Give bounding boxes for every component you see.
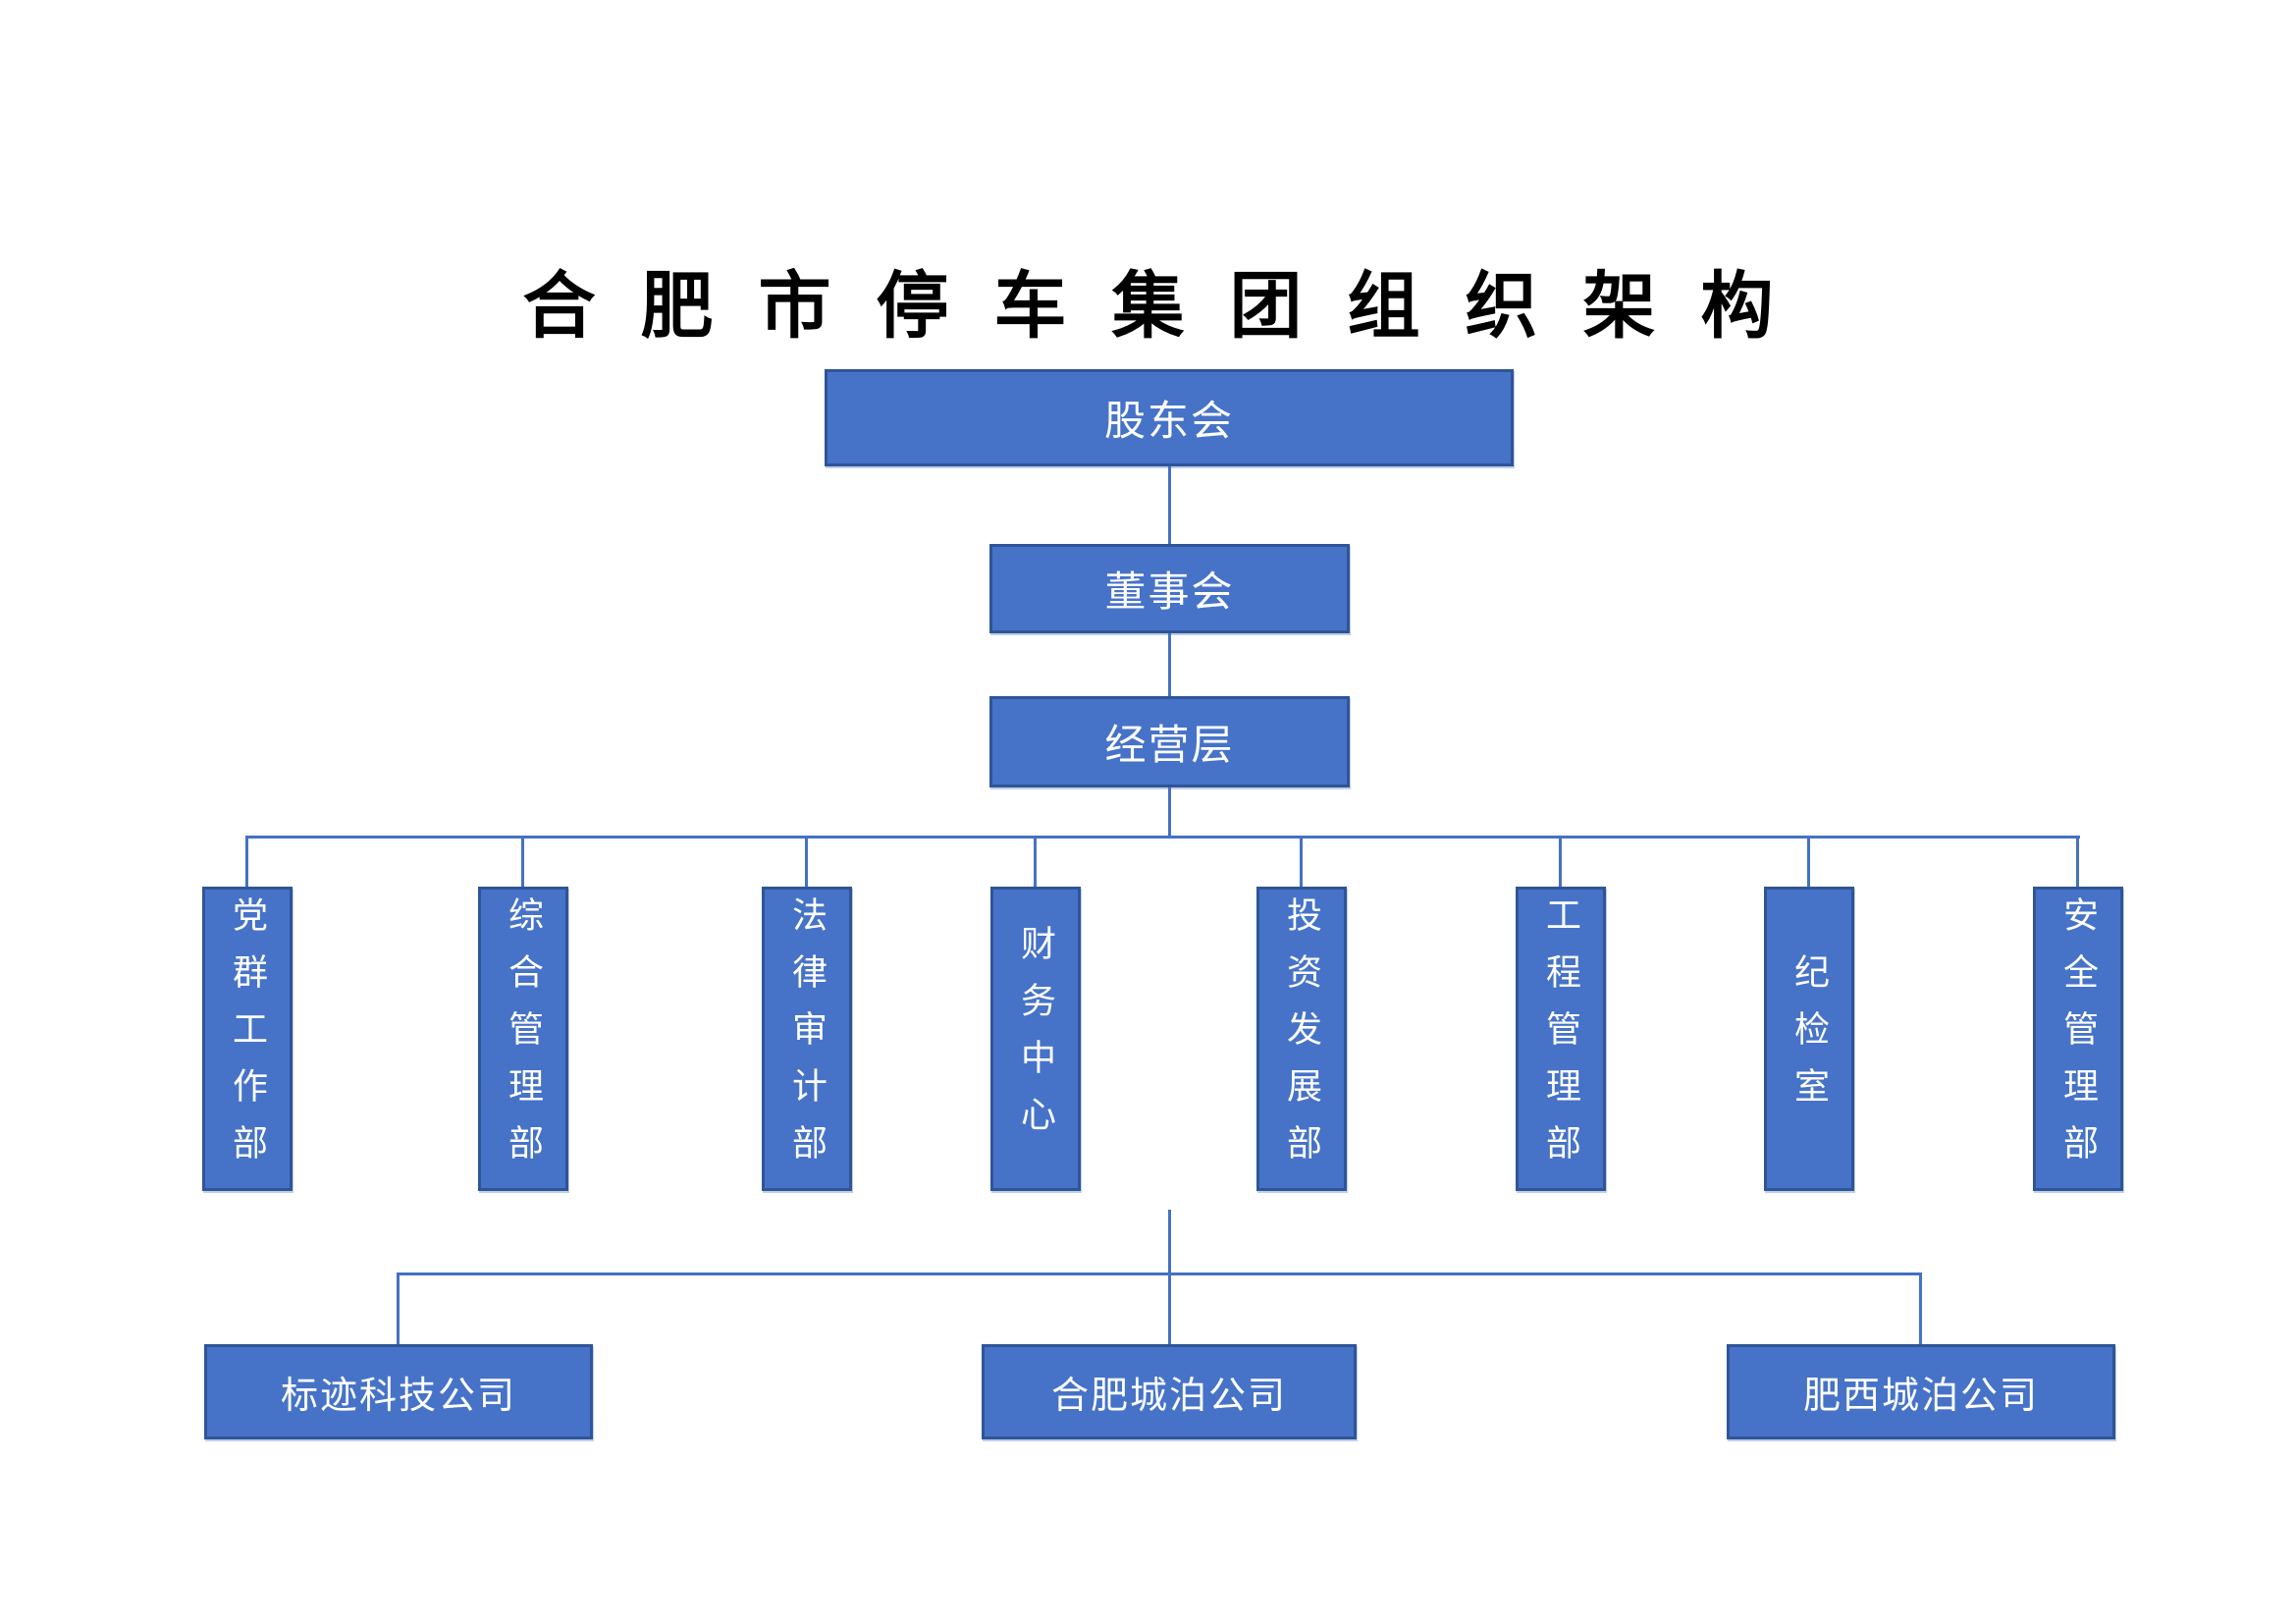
subsidiary-label: 合肥城泊公司 (1050, 1376, 1287, 1417)
dept-label: 工程管理部 (1541, 896, 1580, 1181)
connector-drop-dept-7 (1807, 836, 1810, 890)
subsidiary-label: 标迹科技公司 (280, 1376, 516, 1417)
connector-drop-dept-4 (1034, 836, 1037, 890)
connector-drop-dept-6 (1559, 836, 1562, 890)
org-node-dept-general-management: 综合管理部 (478, 887, 568, 1191)
org-node-shareholders: 股东会 (825, 369, 1514, 466)
dept-label: 财务中心 (1016, 925, 1055, 1153)
org-node-dept-legal-audit: 法律审计部 (762, 887, 852, 1191)
org-node-dept-discipline-inspection: 纪检室 (1764, 887, 1854, 1191)
connector-board-management (1168, 633, 1171, 696)
org-node-dept-finance-center: 财务中心 (990, 887, 1081, 1191)
dept-label: 安全管理部 (2058, 896, 2098, 1181)
org-node-shareholders-label: 股东会 (1103, 400, 1234, 445)
connector-subsidiaries-stem (1168, 1210, 1171, 1344)
dept-label: 党群工作部 (228, 896, 267, 1181)
dept-label: 法律审计部 (787, 896, 827, 1181)
dept-label: 投资发展部 (1282, 896, 1321, 1181)
connector-drop-dept-8 (2076, 836, 2079, 890)
org-chart-title: 合肥市停车集团组织架构 (522, 267, 1819, 348)
connector-drop-dept-2 (521, 836, 524, 890)
connector-management-stem (1168, 787, 1171, 839)
org-node-management: 经营层 (989, 696, 1350, 787)
connector-drop-dept-5 (1300, 836, 1303, 890)
connector-drop-subsidiary-3 (1919, 1272, 1922, 1344)
org-node-dept-safety-management: 安全管理部 (2033, 887, 2123, 1191)
org-node-management-label: 经营层 (1104, 724, 1235, 769)
org-node-dept-investment-development: 投资发展部 (1256, 887, 1347, 1191)
connector-drop-subsidiary-1 (397, 1272, 400, 1344)
bus-line-departments (245, 836, 2080, 839)
connector-shareholders-board (1168, 466, 1171, 544)
org-node-board: 董事会 (989, 544, 1350, 633)
org-node-subsidiary-hefei-chengbo: 合肥城泊公司 (982, 1344, 1357, 1439)
org-node-board-label: 董事会 (1104, 570, 1235, 616)
org-node-subsidiary-biaoji-tech: 标迹科技公司 (204, 1344, 593, 1439)
connector-drop-dept-1 (245, 836, 248, 890)
dept-label: 纪检室 (1789, 953, 1829, 1124)
org-node-subsidiary-feixi-chengbo: 肥西城泊公司 (1727, 1344, 2115, 1439)
connector-drop-dept-3 (805, 836, 808, 890)
subsidiary-label: 肥西城泊公司 (1802, 1376, 2039, 1417)
bus-line-subsidiaries (397, 1272, 1922, 1275)
dept-label: 综合管理部 (504, 896, 543, 1181)
org-node-dept-party-mass-work: 党群工作部 (202, 887, 293, 1191)
org-node-dept-engineering-management: 工程管理部 (1516, 887, 1606, 1191)
